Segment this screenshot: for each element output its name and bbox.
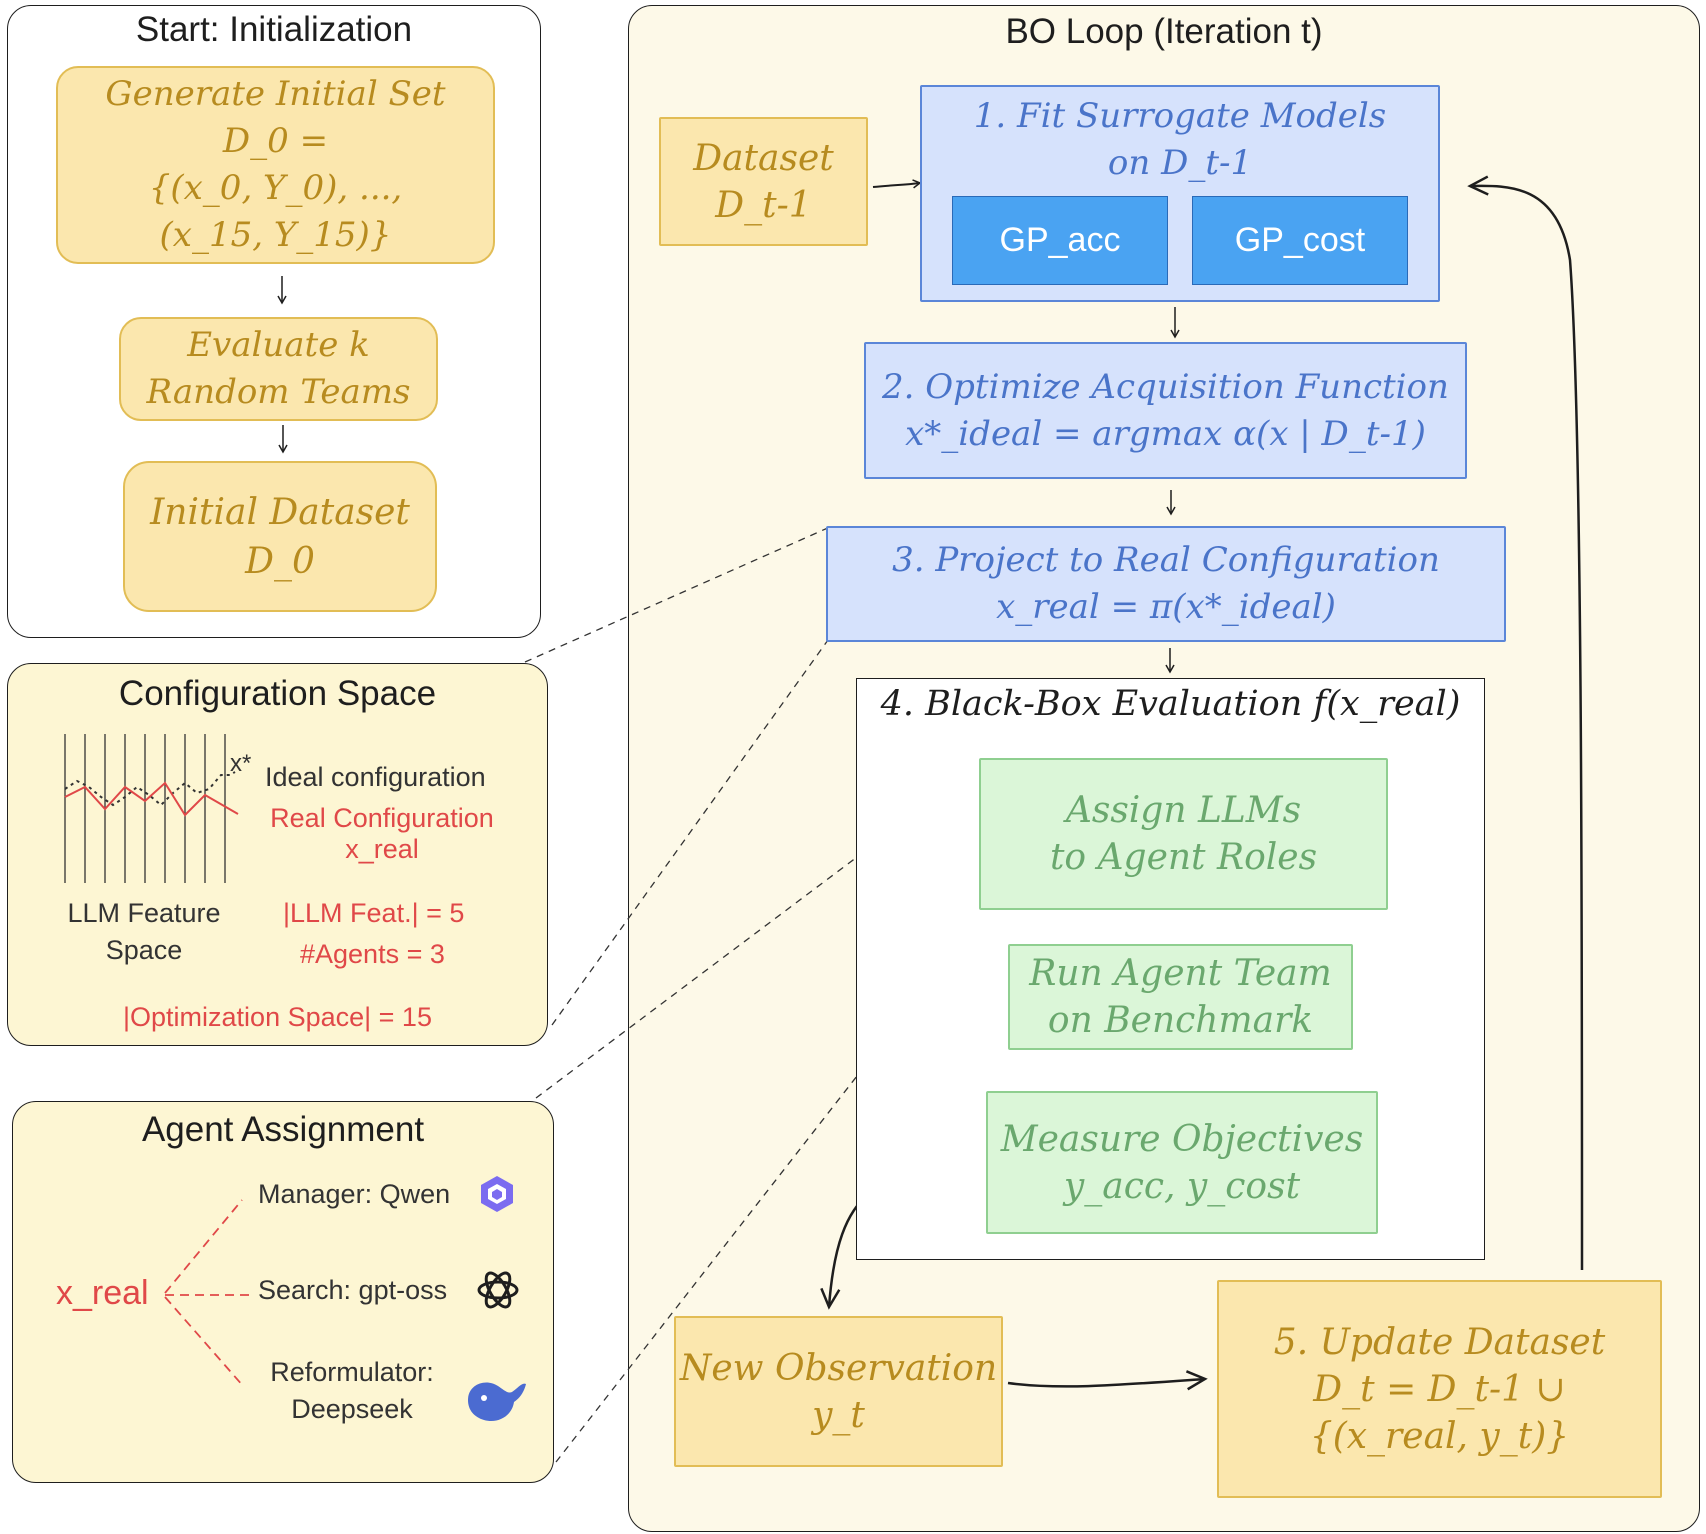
x-star-label: x* [230, 750, 252, 777]
step3-projection-box: 3. Project to Real Configuration x_real … [826, 526, 1506, 642]
real-configuration-line [64, 781, 239, 817]
step5-update-dataset-box: 5. Update Dataset D_t = D_t-1 ∪ {(x_real… [1217, 1280, 1662, 1498]
x-real-root: x_real [56, 1274, 149, 1312]
step1-line: 1. Fit Surrogate Models [973, 96, 1387, 136]
bo-loop-title: BO Loop (Iteration t) [1005, 12, 1323, 51]
step5-line: D_t = D_t-1 ∪ [1313, 1368, 1566, 1410]
step2-line: 2. Optimize Acquisition Function [882, 366, 1449, 407]
step1-line: on D_t-1 [1107, 143, 1253, 183]
arrow-dataset-to-step1 [872, 179, 922, 189]
initial-dataset-line: D_0 [245, 540, 315, 582]
evaluate-line: Evaluate k [187, 325, 370, 365]
configuration-space-panel [7, 663, 548, 1046]
assign-line: to Agent Roles [1049, 837, 1318, 878]
llm-feature-space-label: LLM Feature Space [44, 895, 244, 969]
observation-line: New Observation [679, 1347, 998, 1389]
generate-line: D_0 = [222, 121, 329, 161]
generate-line: Generate Initial Set [105, 74, 446, 114]
step3-line: x_real = π(x*_ideal) [996, 587, 1336, 627]
ideal-configuration-line [64, 771, 236, 807]
step5-line: 5. Update Dataset [1273, 1321, 1606, 1363]
arrow-observation-to-update [1007, 1370, 1208, 1391]
arrow-update-to-step1 [1467, 175, 1584, 1271]
zoom-line-agent-top [535, 760, 986, 1099]
optimization-space-size: |Optimization Space| = 15 [123, 1002, 432, 1032]
step2-line: x*_ideal = argmax α(x | D_t-1) [905, 413, 1426, 454]
dataset-box: Dataset D_t-1 [659, 117, 868, 246]
reformulator-assignment: Reformulator: Deepseek [252, 1354, 452, 1428]
openai-logo-icon [477, 1271, 519, 1309]
reformulator-line: Reformulator: [270, 1357, 434, 1387]
measure-line: Measure Objectives [1000, 1118, 1364, 1160]
dataset-line: Dataset [693, 137, 834, 179]
step4-title: 4. Black-Box Evaluation f(x_real) [880, 684, 1461, 724]
llm-feat-count: |LLM Feat.| = 5 [283, 898, 465, 928]
configuration-space-title: Configuration Space [118, 674, 437, 713]
feature-space-line: Space [105, 935, 183, 965]
assignment-branches [164, 1199, 252, 1388]
run-line: Run Agent Team [1029, 953, 1332, 994]
generate-line: (x_15, Y_15)} [159, 215, 392, 255]
run-agent-team-box: Run Agent Team on Benchmark [1008, 944, 1353, 1050]
evaluate-line: Random Teams [146, 372, 411, 412]
initialization-title: Start: Initialization [135, 10, 413, 49]
zoom-line-config-bottom [551, 639, 829, 1026]
gp-acc-box: GP_acc [952, 196, 1168, 285]
gp-cost-box: GP_cost [1192, 196, 1408, 285]
evaluate-random-teams-box: Evaluate k Random Teams [119, 317, 438, 421]
generate-initial-set-box: Generate Initial Set D_0 = {(x_0, Y_0), … [56, 66, 495, 264]
manager-assignment: Manager: Qwen [258, 1179, 451, 1209]
generate-line: {(x_0, Y_0), ..., [148, 168, 403, 208]
dataset-line: D_t-1 [715, 184, 812, 226]
agents-count: #Agents = 3 [300, 939, 445, 969]
step5-line: {(x_real, y_t)} [1309, 1415, 1570, 1457]
new-observation-box: New Observation y_t [674, 1316, 1003, 1467]
initial-dataset-line: Initial Dataset [150, 491, 410, 533]
ideal-configuration-label: Ideal configuration [265, 762, 486, 792]
assign-line: Assign LLMs [1065, 790, 1302, 831]
reformulator-line: Deepseek [291, 1394, 413, 1424]
real-config-line: x_real [345, 834, 419, 864]
configuration-plot [64, 734, 239, 883]
qwen-logo-icon [481, 1176, 513, 1212]
step2-acquisition-box: 2. Optimize Acquisition Function x*_idea… [864, 342, 1467, 479]
agent-assignment-title: Agent Assignment [141, 1110, 425, 1149]
real-config-line: Real Configuration [270, 803, 494, 833]
agent-assignment-panel [12, 1101, 554, 1483]
observation-line: y_t [812, 1394, 865, 1436]
zoom-line-config-top [524, 526, 831, 663]
initial-dataset-box: Initial Dataset D_0 [123, 461, 437, 612]
step3-line: 3. Project to Real Configuration [892, 540, 1440, 580]
feature-space-line: LLM Feature [67, 898, 221, 928]
deepseek-whale-icon [468, 1382, 526, 1422]
run-line: on Benchmark [1047, 1000, 1314, 1041]
search-assignment: Search: gpt-oss [258, 1275, 448, 1305]
real-configuration-label: Real Configuration x_real [258, 803, 506, 865]
measure-objectives-box: Measure Objectives y_acc, y_cost [986, 1091, 1378, 1234]
measure-line: y_acc, y_cost [1063, 1165, 1301, 1207]
assign-llms-box: Assign LLMs to Agent Roles [979, 758, 1388, 910]
